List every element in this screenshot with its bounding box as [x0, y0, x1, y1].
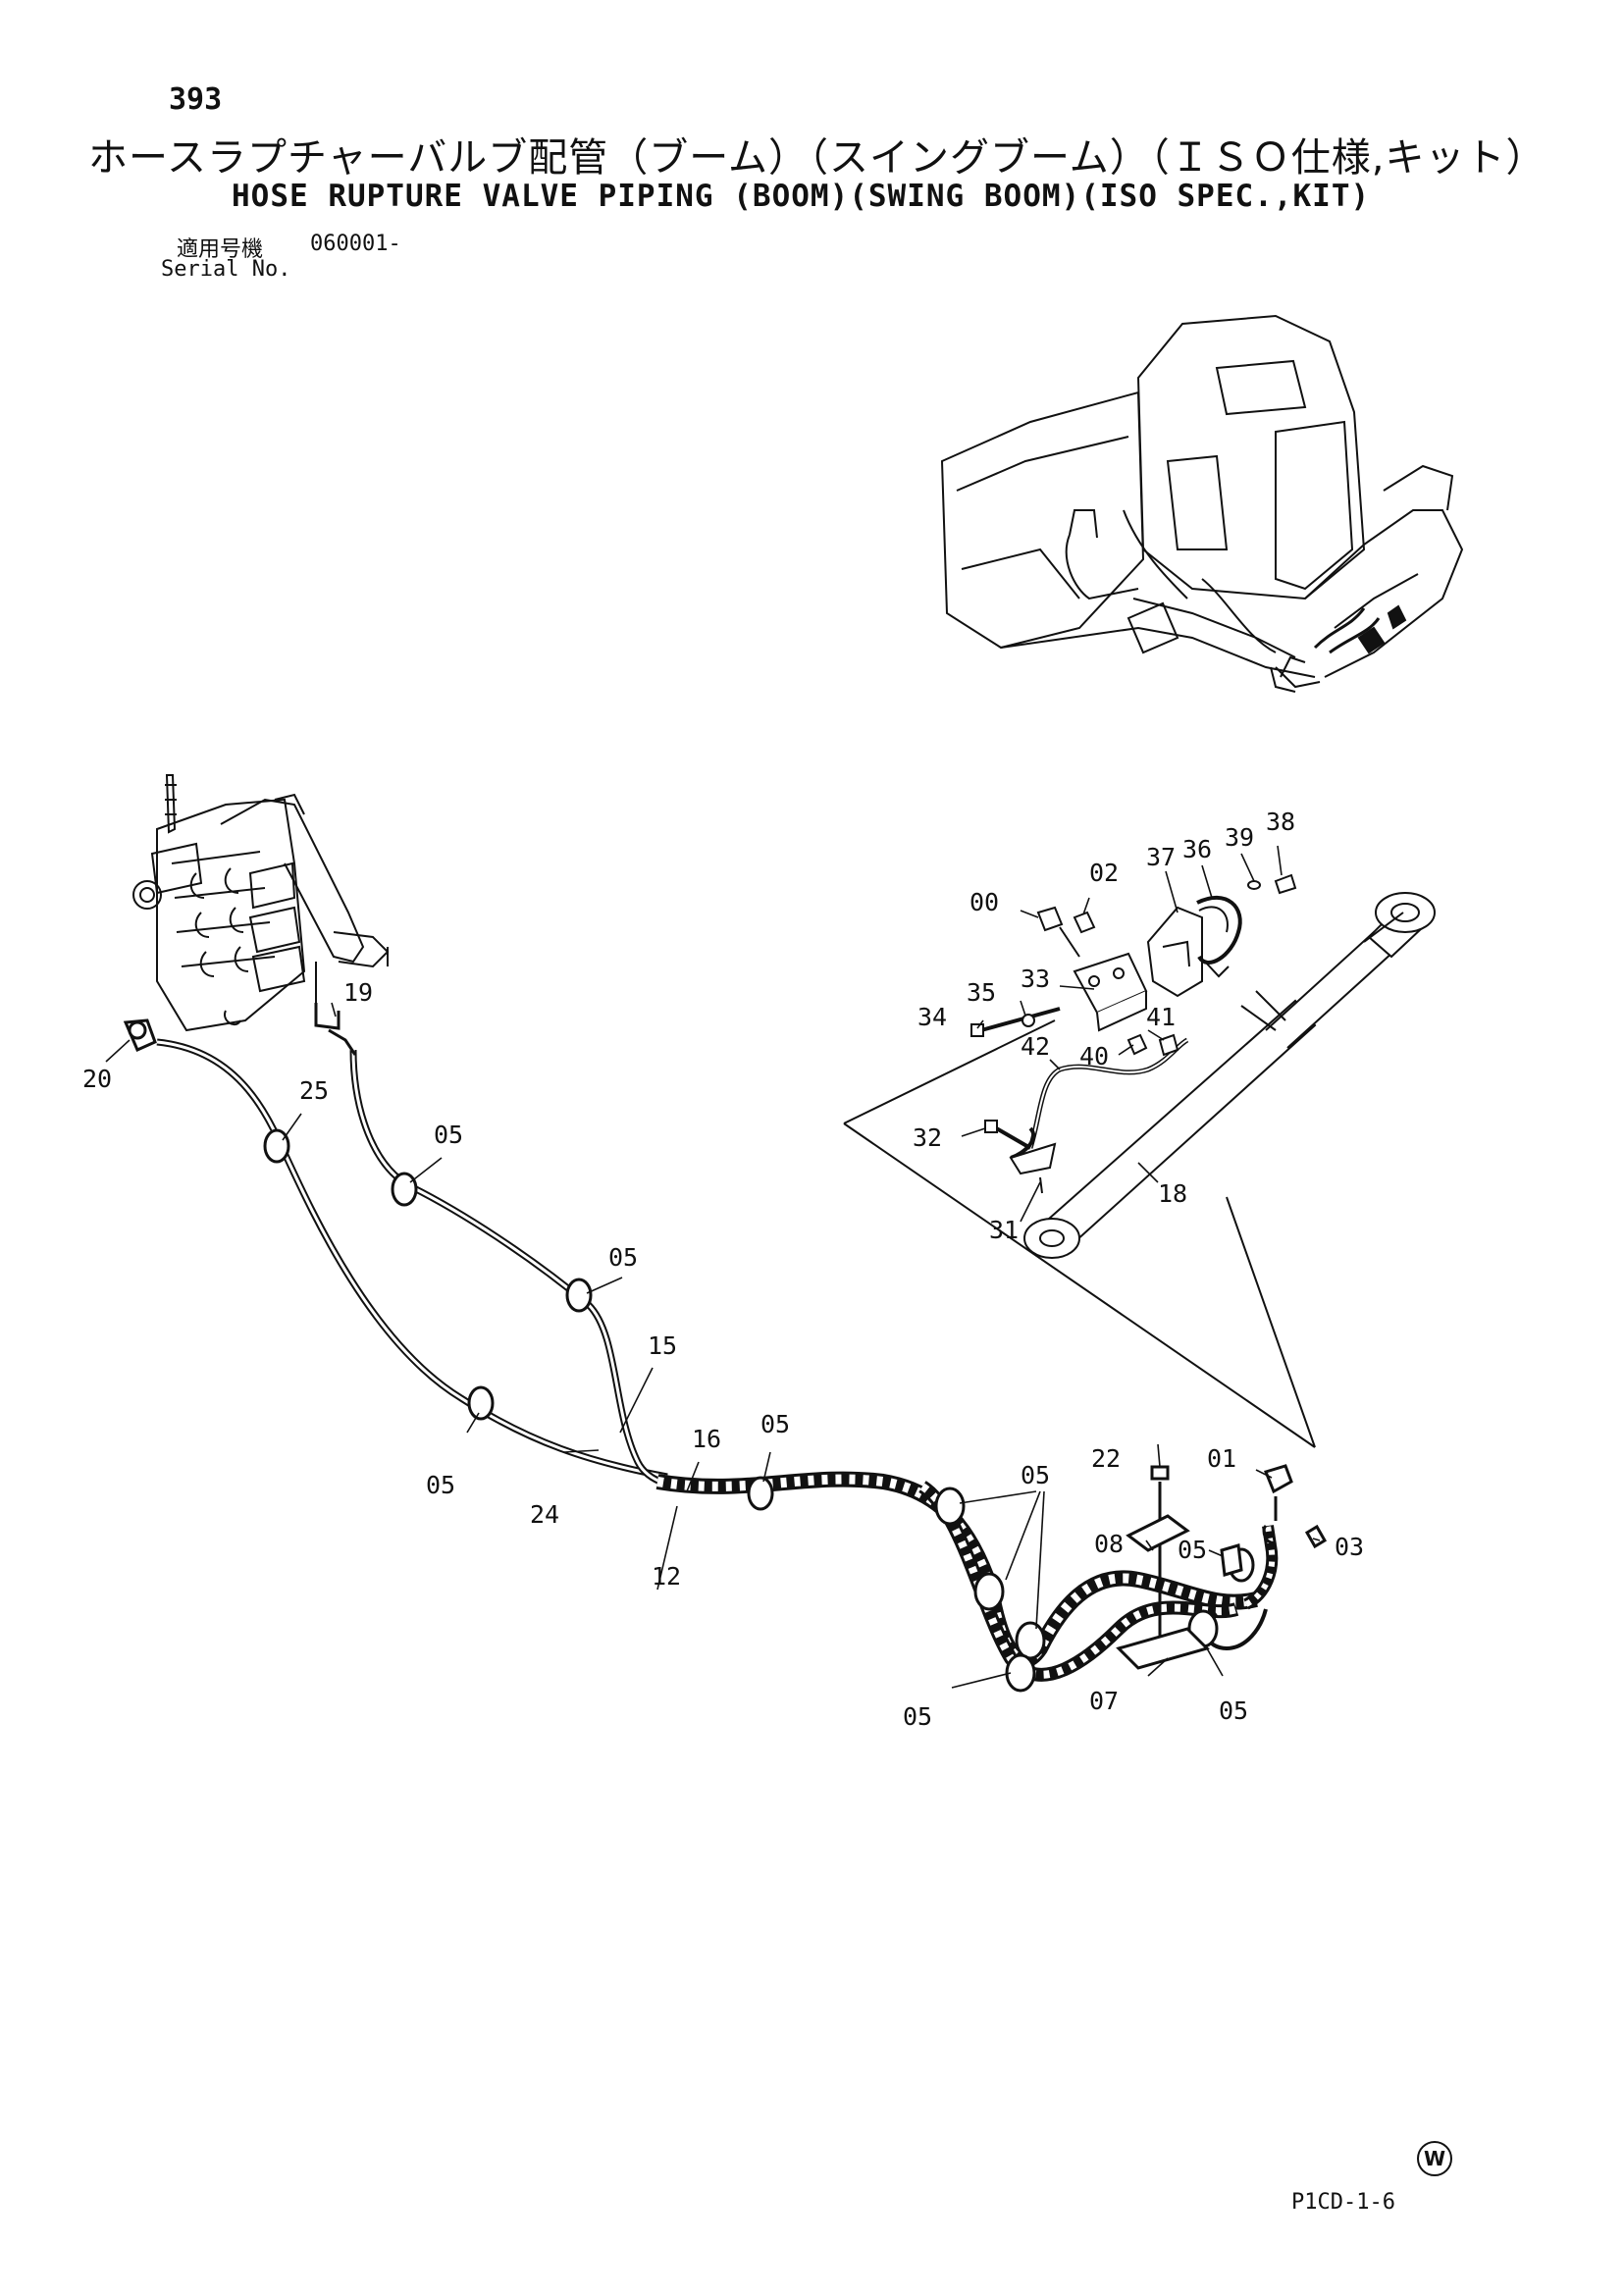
hose-25: [156, 1038, 668, 1481]
drawing-code: P1CD-1-6: [1291, 2190, 1395, 2215]
callout-05-g: 05: [1219, 1696, 1248, 1725]
callout-08: 08: [1094, 1530, 1124, 1558]
serial-label-english: Serial No.: [161, 257, 291, 282]
callout-32: 32: [913, 1123, 942, 1152]
callout-35: 35: [967, 978, 996, 1007]
callout-24: 24: [530, 1500, 559, 1529]
callout-02: 02: [1089, 859, 1119, 887]
callout-42: 42: [1021, 1032, 1050, 1061]
callout-41: 41: [1146, 1003, 1176, 1031]
leader-lines: [105, 845, 1321, 1689]
serial-number-value: 060001-: [310, 232, 401, 256]
callout-01: 01: [1207, 1444, 1236, 1473]
callout-05-a: 05: [434, 1121, 463, 1149]
callout-34: 34: [917, 1003, 947, 1031]
callout-20: 20: [82, 1065, 112, 1093]
callout-05-c: 05: [426, 1471, 455, 1499]
callout-05-b: 05: [608, 1243, 638, 1272]
callout-19: 19: [343, 978, 373, 1007]
callout-05-h: 05: [1178, 1536, 1207, 1564]
callout-16: 16: [692, 1425, 721, 1453]
callout-00: 00: [969, 888, 999, 916]
callout-05-f: 05: [903, 1702, 932, 1731]
hose-15: [349, 1049, 707, 1491]
callout-38: 38: [1266, 808, 1295, 836]
callout-40: 40: [1079, 1042, 1109, 1070]
callout-07: 07: [1089, 1687, 1119, 1715]
callout-22: 22: [1091, 1444, 1121, 1473]
callout-39: 39: [1225, 823, 1254, 852]
callout-33: 33: [1021, 965, 1050, 993]
callout-12: 12: [652, 1562, 681, 1591]
callout-labels: 00 02 37 36 39 38 33 35 34 41 40 42 32 1…: [82, 808, 1364, 1731]
callout-03: 03: [1335, 1533, 1364, 1561]
hose-rupture-valve-detail: [970, 873, 1436, 1259]
manufacturer-mark: W: [1417, 2141, 1452, 2176]
page-number: 393: [169, 82, 223, 117]
callout-36: 36: [1182, 835, 1212, 863]
hose-lines: [156, 1037, 1279, 1682]
callout-37: 37: [1146, 843, 1176, 871]
callout-05-d: 05: [760, 1410, 790, 1438]
control-valve-drawing: [132, 774, 390, 1032]
title-english: HOSE RUPTURE VALVE PIPING (BOOM)(SWING B…: [232, 179, 1371, 214]
callout-18: 18: [1158, 1179, 1187, 1208]
callout-05-e: 05: [1021, 1461, 1050, 1489]
callout-31: 31: [989, 1216, 1019, 1244]
serial-label-japanese: 適用号機: [177, 237, 264, 262]
title-japanese: ホースラプチャーバルブ配管（ブーム）（スイングブーム）（ＩＳＯ仕様,キット）: [88, 135, 1546, 181]
callout-25: 25: [299, 1076, 329, 1105]
callout-15: 15: [648, 1331, 677, 1360]
detail-boundary-lines: [843, 1019, 1316, 1448]
machine-overview-drawing: [940, 314, 1464, 693]
